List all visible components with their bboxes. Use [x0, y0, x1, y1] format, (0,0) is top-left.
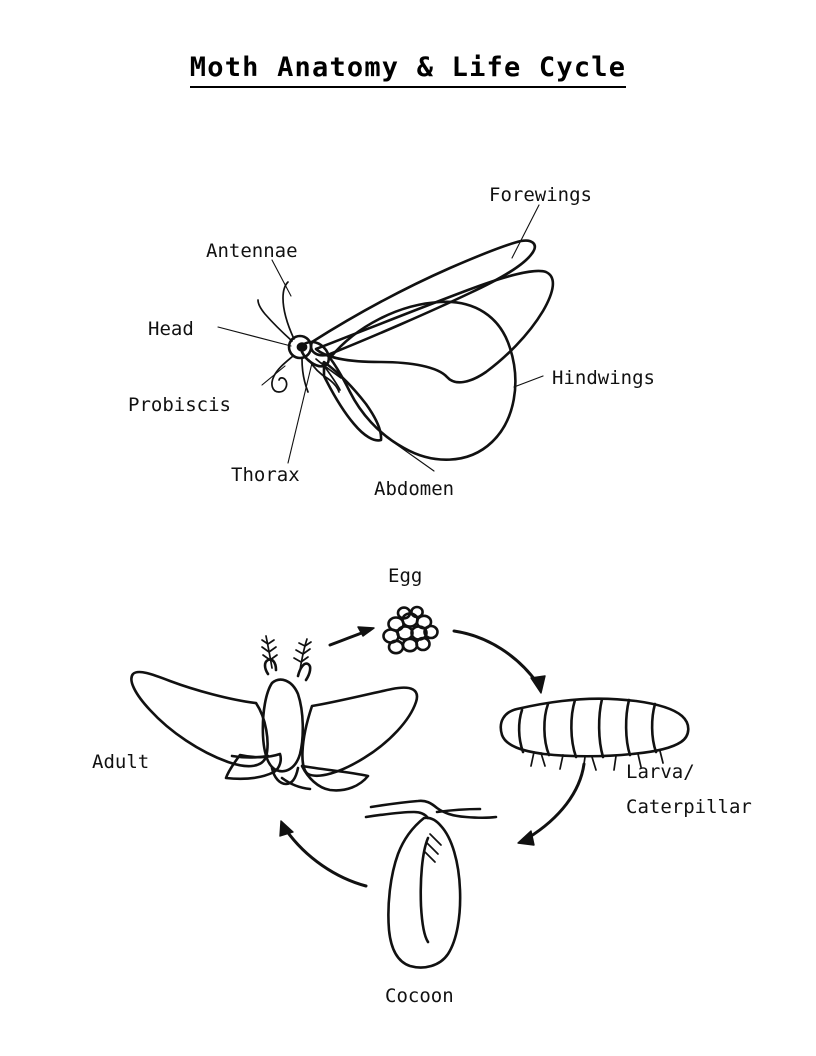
label-thorax: Thorax	[231, 464, 300, 486]
label-caterpillar: Caterpillar	[626, 796, 752, 818]
caterpillar-icon	[499, 697, 690, 772]
label-abdomen: Abdomen	[374, 478, 455, 500]
label-hindwings: Hindwings	[552, 367, 655, 389]
label-cocoon: Cocoon	[385, 985, 454, 1007]
adult-moth-icon	[130, 635, 419, 792]
egg-cluster-icon	[382, 605, 439, 655]
label-forewings: Forewings	[489, 184, 592, 206]
page-title-text: Moth Anatomy & Life Cycle	[189, 52, 627, 88]
anatomy-leader-lines	[217, 204, 544, 472]
label-adult: Adult	[92, 751, 150, 773]
label-larva: Larva/	[626, 761, 695, 783]
label-head: Head	[148, 318, 194, 340]
cocoon-icon	[364, 799, 498, 969]
label-antennae: Antennae	[206, 240, 298, 262]
arrow-adult-to-egg	[328, 626, 375, 647]
moth-side-view-icon	[257, 239, 555, 461]
lifecycle-arrows	[279, 626, 586, 888]
arrow-cocoon-to-adult	[279, 820, 368, 888]
label-egg: Egg	[388, 565, 423, 587]
page-title: Moth Anatomy & Life Cycle	[0, 52, 816, 88]
arrow-egg-to-larva	[452, 629, 546, 694]
arrow-larva-to-cocoon	[517, 762, 586, 846]
label-probiscis: Probiscis	[128, 394, 231, 416]
